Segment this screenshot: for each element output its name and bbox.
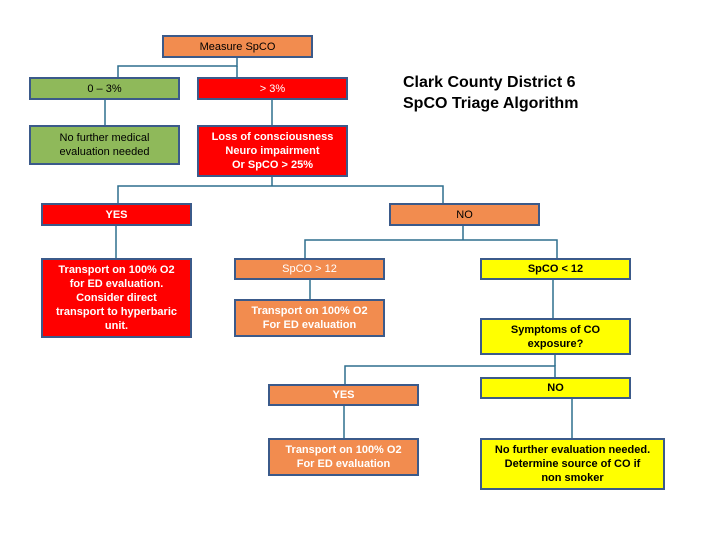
eval-line-3: non smoker (541, 472, 604, 484)
hyperbaric-line-3: Consider direct (76, 292, 157, 304)
loss-line-2: Neuro impairment (225, 145, 320, 157)
range-low-box: 0 – 3% (29, 77, 180, 100)
transport-mid-box: Transport on 100% O2 For ED evaluation (234, 299, 385, 337)
symptoms-line-1: Symptoms of CO (510, 323, 601, 336)
connector-loss-branch (117, 185, 444, 203)
range-low-label: 0 – 3% (87, 82, 122, 95)
no-further-line-1: No further medical (59, 132, 150, 144)
loss-line-3: Or SpCO > 25% (231, 159, 313, 171)
symptoms-line-2: exposure? (527, 337, 584, 350)
range-high-label: > 3% (259, 82, 286, 95)
spco-lt-12-box: SpCO < 12 (480, 258, 631, 280)
no-bottom-box: NO (480, 377, 631, 399)
eval-line-1: No further evaluation needed. (494, 444, 651, 456)
hyperbaric-line-5: unit. (104, 320, 129, 332)
transport-mid-line-2: For ED evaluation (262, 319, 357, 331)
hyperbaric-line-1: Transport on 100% O2 (58, 264, 175, 276)
no-top-box: NO (389, 203, 540, 226)
yes-top-label: YES (105, 208, 128, 221)
yes-top-box: YES (41, 203, 192, 226)
transport-bottom-box: Transport on 100% O2 For ED evaluation (268, 438, 419, 476)
title-line-1: Clark County District 6 (403, 74, 576, 91)
eval-line-2: Determine source of CO if (504, 458, 641, 470)
no-bottom-label: NO (547, 382, 564, 394)
no-further-line-2: evaluation needed (59, 146, 150, 158)
hyperbaric-line-2: for ED evaluation. (69, 278, 164, 290)
transport-mid-line-1: Transport on 100% O2 (251, 305, 368, 317)
spco-lt-12-label: SpCO < 12 (527, 263, 584, 275)
measure-spco-box: Measure SpCO (162, 35, 313, 58)
connector-measure-to-ranges (117, 57, 238, 77)
measure-spco-label: Measure SpCO (199, 40, 276, 53)
range-high-box: > 3% (197, 77, 348, 100)
no-further-box: No further medical evaluation needed (29, 125, 180, 165)
loss-consciousness-box: Loss of consciousness Neuro impairment O… (197, 125, 348, 177)
loss-line-1: Loss of consciousness (211, 131, 334, 143)
no-further-eval-box: No further evaluation needed. Determine … (480, 438, 665, 490)
spco-ge-12-label: SpCO > 12 (282, 263, 337, 275)
hyperbaric-line-4: transport to hyperbaric (55, 306, 178, 318)
transport-bottom-line-1: Transport on 100% O2 (285, 444, 402, 456)
title-line-2: SpCO Triage Algorithm (403, 95, 579, 112)
yes-bottom-label: YES (332, 389, 355, 401)
transport-bottom-line-2: For ED evaluation (296, 458, 391, 470)
spco-ge-12-box: SpCO > 12 (234, 258, 385, 280)
connector-no-branch (304, 239, 558, 258)
symptoms-box: Symptoms of CO exposure? (480, 318, 631, 355)
transport-hyperbaric-box: Transport on 100% O2 for ED evaluation. … (41, 258, 192, 338)
no-top-label: NO (456, 208, 473, 221)
page-title: Clark County District 6 SpCO Triage Algo… (403, 72, 578, 114)
yes-bottom-box: YES (268, 384, 419, 406)
connector-symptoms-branch (344, 365, 556, 384)
